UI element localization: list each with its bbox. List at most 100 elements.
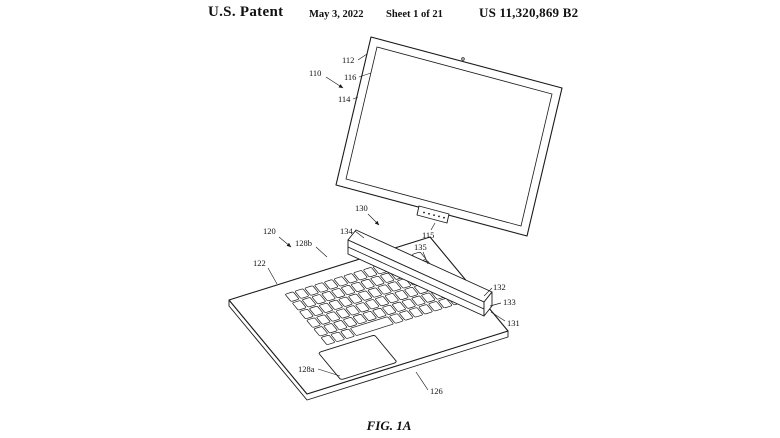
keyboard-key — [344, 273, 358, 283]
connector-pins — [423, 211, 445, 219]
keyboard-key — [428, 301, 442, 311]
keyboard-key — [375, 296, 389, 306]
leader-116 — [358, 72, 372, 78]
leader-126 — [415, 371, 429, 391]
keyboard-key — [351, 282, 365, 292]
leader-112 — [357, 53, 368, 61]
ref-label-134: 134 — [340, 226, 354, 236]
keyboard-key — [312, 294, 326, 304]
leader-122 — [267, 267, 278, 285]
leader-134 — [354, 230, 365, 239]
ref-label-133: 133 — [503, 297, 516, 307]
ref-label-115: 115 — [422, 230, 434, 240]
leader-132 — [483, 287, 493, 297]
keyboard-key — [353, 270, 367, 280]
leader-130 — [367, 213, 380, 226]
leader-120 — [278, 236, 292, 248]
keyboard-key — [322, 291, 336, 301]
keyboard-key — [409, 307, 423, 317]
patent-label: U.S. Patent — [208, 4, 284, 20]
keyboard-key — [341, 285, 355, 295]
tablet-housing — [335, 36, 563, 237]
patent-date: May 3, 2022 — [309, 9, 364, 20]
keyboard-key — [370, 276, 384, 286]
stand-fold-line — [347, 246, 485, 310]
support-stand — [347, 229, 493, 317]
ref-label-135: 135 — [414, 242, 427, 252]
keyboard-key — [363, 311, 377, 321]
ref-label-114: 114 — [338, 94, 351, 104]
keyboard-key — [348, 294, 362, 304]
ref-label-116: 116 — [344, 72, 356, 82]
camera-icon — [461, 57, 465, 61]
keyboard-key — [438, 298, 452, 308]
keyboard-key — [387, 281, 401, 291]
keyboard-key — [392, 302, 406, 312]
keyboard-key — [331, 288, 345, 298]
touchpad — [318, 335, 397, 380]
leader-114 — [352, 96, 359, 100]
ref-label-112: 112 — [342, 55, 354, 65]
keyboard-key — [336, 309, 350, 319]
keyboard-key — [299, 309, 313, 319]
keyboard-key — [329, 300, 343, 310]
keyboard-key — [333, 320, 347, 330]
keyboard-key — [399, 311, 413, 321]
keyboard-key — [404, 287, 418, 297]
keyboard-key — [314, 283, 328, 293]
keyboard-key — [368, 288, 382, 298]
keyboard-key — [307, 318, 321, 328]
docking-connector — [416, 205, 450, 224]
leader-135 — [422, 251, 429, 265]
ref-label-128b: 128b — [295, 238, 312, 248]
keyboard-key — [394, 290, 408, 300]
keyboard-key — [361, 279, 375, 289]
leader-115 — [430, 222, 436, 231]
keyboard-key — [378, 285, 392, 295]
keyboard-key — [302, 297, 316, 307]
keyboard-key — [382, 305, 396, 315]
keyboard-key — [309, 306, 323, 316]
keyboard-key — [326, 312, 340, 322]
leader-128b — [315, 246, 328, 258]
keyboard-key — [421, 293, 435, 303]
keyboard-key — [305, 286, 319, 296]
patent-number: US 11,320,869 B2 — [479, 5, 579, 20]
tablet-screen — [345, 46, 553, 227]
keyboard-key — [365, 299, 379, 309]
keyboard-key — [324, 280, 338, 290]
keyboard-key — [346, 305, 360, 315]
keyboard-key — [285, 292, 299, 302]
keyboard-key — [295, 289, 309, 299]
leader-128a — [317, 368, 341, 377]
leader-131 — [490, 311, 506, 322]
ref-label-126: 126 — [430, 386, 443, 396]
keyboard-key — [411, 296, 425, 306]
keyboard-key — [355, 302, 369, 312]
keyboard-key — [385, 293, 399, 303]
leader-133 — [489, 302, 502, 307]
sheet-info: Sheet 1 of 21 — [386, 9, 443, 20]
keyboard-key — [397, 278, 411, 288]
keyboard-key — [350, 317, 393, 336]
keyboard-key — [380, 273, 394, 283]
leader-110 — [325, 76, 344, 89]
figure-caption: FIG. 1A — [366, 418, 412, 433]
stand-right-cap — [483, 291, 493, 317]
tablet — [335, 36, 563, 237]
keyboard-key — [353, 314, 367, 324]
keyboard-key — [343, 317, 357, 327]
keyboard-key — [340, 329, 354, 339]
keyboard-key — [358, 291, 372, 301]
ref-label-130: 130 — [355, 203, 368, 213]
keyboard-key — [363, 267, 377, 277]
ref-label-131: 131 — [507, 318, 520, 328]
keyboard-key — [316, 315, 330, 325]
keyboard-key — [331, 332, 345, 342]
keyboard-key — [319, 303, 333, 313]
ref-label-122: 122 — [253, 258, 266, 268]
keyboard-key — [389, 314, 403, 324]
keyboard-key — [372, 308, 386, 318]
